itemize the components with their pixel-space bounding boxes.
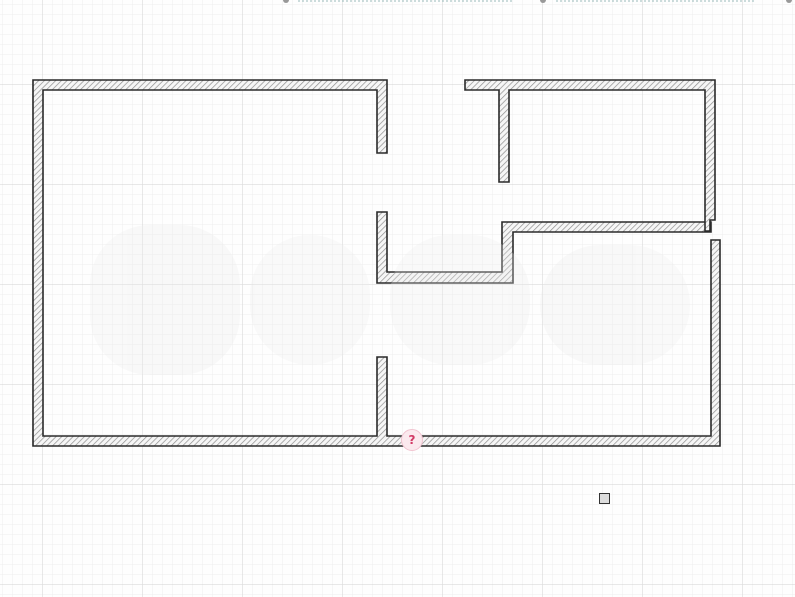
help-marker-label: ? <box>408 433 416 447</box>
help-marker-icon[interactable]: ? <box>401 429 423 451</box>
wall-partition <box>376 211 712 284</box>
top-guides <box>283 0 792 3</box>
walls[interactable] <box>32 79 721 447</box>
wall-upper-right-room <box>464 79 716 232</box>
node-handle-icon[interactable] <box>599 493 610 504</box>
wall-left-room <box>32 79 721 447</box>
